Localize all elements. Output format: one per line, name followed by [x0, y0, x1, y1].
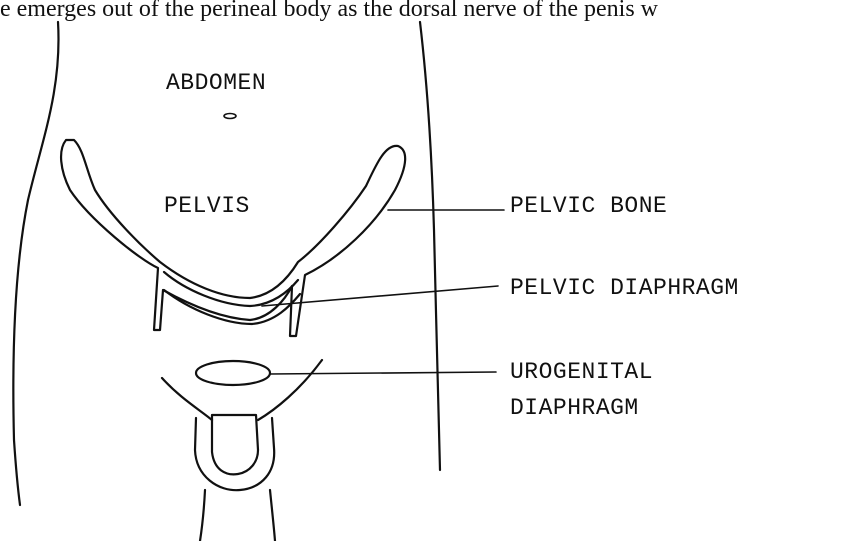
body-outline-left [13, 22, 58, 505]
shaft-right [270, 490, 275, 541]
label-urogenital-line1: UROGENITAL [510, 359, 653, 385]
label-pelvic-diaphragm: PELVIC DIAPHRAGM [510, 275, 739, 301]
label-pelvis: PELVIS [164, 193, 250, 219]
urogenital-leader [270, 372, 496, 374]
label-pelvic-bone: PELVIC BONE [510, 193, 667, 219]
urogenital-diaphragm [196, 361, 270, 385]
label-urogenital-line2: DIAPHRAGM [510, 395, 639, 421]
pelvic-bone [61, 140, 405, 336]
pelvic-diaphragm-lower [164, 290, 300, 324]
penis-root-outer [195, 418, 274, 490]
body-outline-right [420, 22, 440, 470]
label-abdomen: ABDOMEN [166, 70, 266, 96]
perineal-left-line [162, 378, 212, 420]
shaft-left [200, 490, 205, 541]
navel-mark [224, 114, 236, 119]
penis-root-inner [212, 415, 258, 474]
